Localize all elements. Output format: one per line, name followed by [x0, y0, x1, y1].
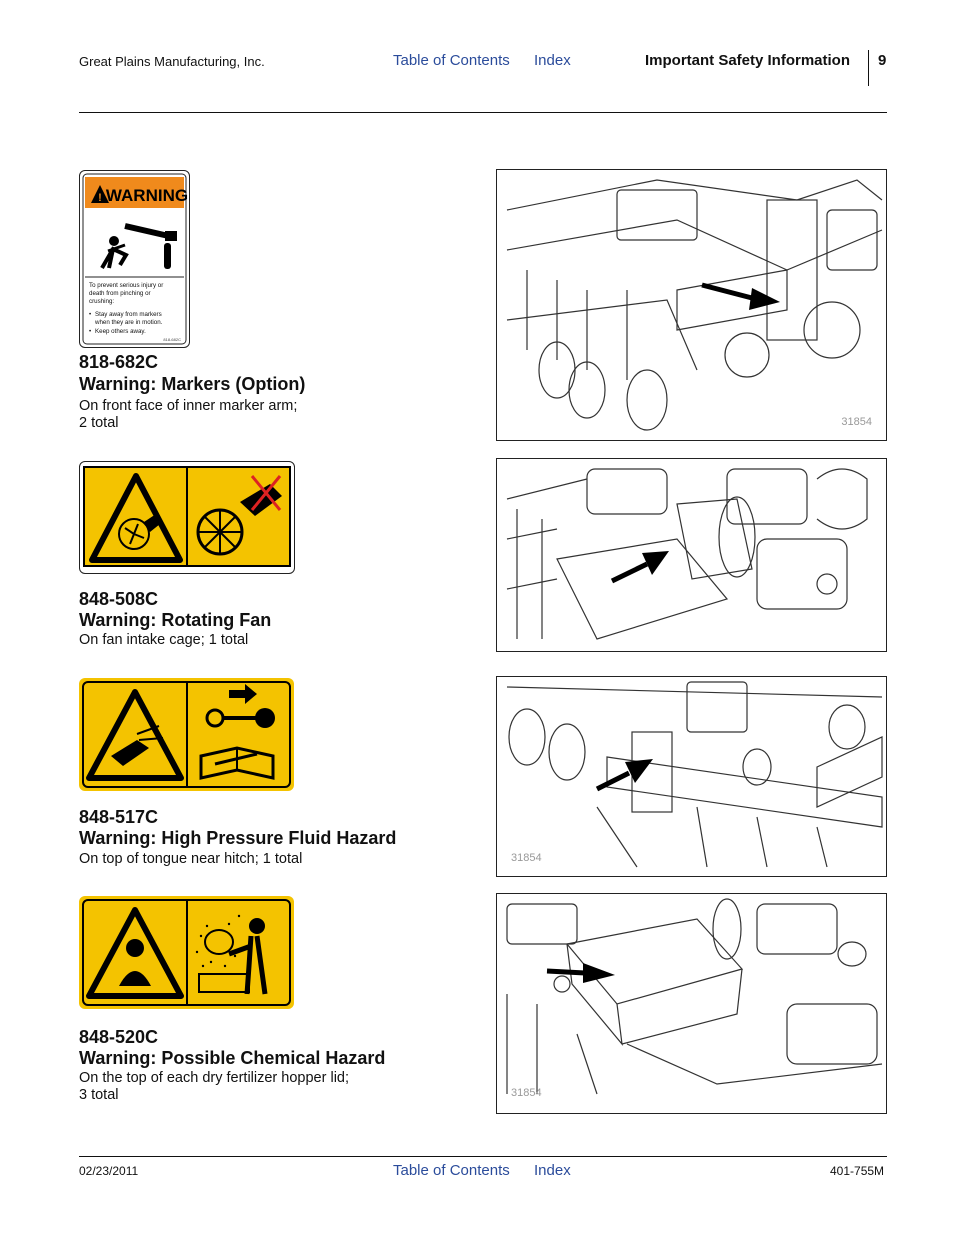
decal-part-number: 848-517C: [79, 807, 159, 827]
location-photo-tongue: 31854: [496, 676, 887, 877]
header-section-title: Important Safety Information: [645, 52, 851, 69]
header-rule: [79, 112, 887, 113]
figure-number: 31854: [511, 852, 542, 864]
fan-hand-prohibited-icon: [196, 475, 282, 556]
figure-number: 31854: [511, 1087, 542, 1099]
header-index-link[interactable]: Index: [534, 52, 571, 69]
arrow-pointer-icon: [642, 551, 669, 575]
key-removal-icon: [205, 684, 275, 728]
location-photo-fan: [496, 458, 887, 652]
decal-location-desc: On the top of each dry fertilizer hopper…: [79, 1070, 350, 1103]
decal-part-number: 848-520C: [79, 1027, 159, 1047]
decal-818-682c-image: ! WARNING To prevent serious injury or d…: [79, 170, 190, 348]
arrow-pointer-icon: [625, 759, 653, 783]
svg-text:To prevent serious injury or: To prevent serious injury or death from …: [89, 282, 165, 305]
decal-title: Warning: Markers (Option): [79, 374, 306, 394]
arrow-pointer-icon: [749, 288, 780, 310]
pinch-marker-pictogram-icon: [100, 223, 177, 270]
svg-text:• Stay away from markers: • Stay away from markers when they are i…: [89, 311, 164, 335]
footer-rule: [79, 1156, 887, 1157]
location-photo-hopper: 31854: [496, 893, 887, 1114]
decal-848-508c-image: [79, 461, 295, 574]
decal-title: Warning: Rotating Fan: [79, 610, 272, 630]
protective-gear-spray-icon: [195, 914, 268, 995]
header-toc-link[interactable]: Table of Contents: [393, 52, 510, 69]
rotating-fan-hazard-icon: [89, 473, 183, 563]
page-number: 9: [878, 52, 887, 69]
decal-location-desc: On top of tongue near hitch; 1 total: [79, 851, 303, 867]
decal-848-517c-image: [79, 678, 294, 791]
svg-text:!: !: [98, 192, 102, 204]
chemical-hazard-icon: [86, 907, 184, 999]
decal-848-520c-image: [79, 896, 294, 1009]
location-photo-markers: 31854: [496, 169, 887, 441]
decal-location-desc: On front face of inner marker arm; 2 tot…: [79, 398, 298, 431]
manual-book-icon: [199, 746, 275, 780]
high-pressure-fluid-hazard-icon: [86, 689, 184, 781]
figure-number: 31854: [841, 416, 872, 428]
header-company: Great Plains Manufacturing, Inc.: [79, 54, 265, 69]
arrow-pointer-icon: [583, 963, 615, 983]
header-divider: [868, 50, 869, 86]
svg-text:818-682C: 818-682C: [163, 337, 181, 342]
footer-date: 02/23/2011: [79, 1164, 139, 1178]
decal-title: Warning: Possible Chemical Hazard: [79, 1048, 386, 1068]
footer-toc-link[interactable]: Table of Contents: [393, 1162, 510, 1179]
warning-word: WARNING: [106, 186, 188, 205]
decal-part-number: 818-682C: [79, 352, 159, 372]
decal-part-number: 848-508C: [79, 589, 159, 609]
decal-title: Warning: High Pressure Fluid Hazard: [79, 828, 397, 848]
footer-index-link[interactable]: Index: [534, 1162, 571, 1179]
footer-doc-number: 401-755M: [830, 1164, 885, 1178]
decal-location-desc: On fan intake cage; 1 total: [79, 632, 249, 648]
